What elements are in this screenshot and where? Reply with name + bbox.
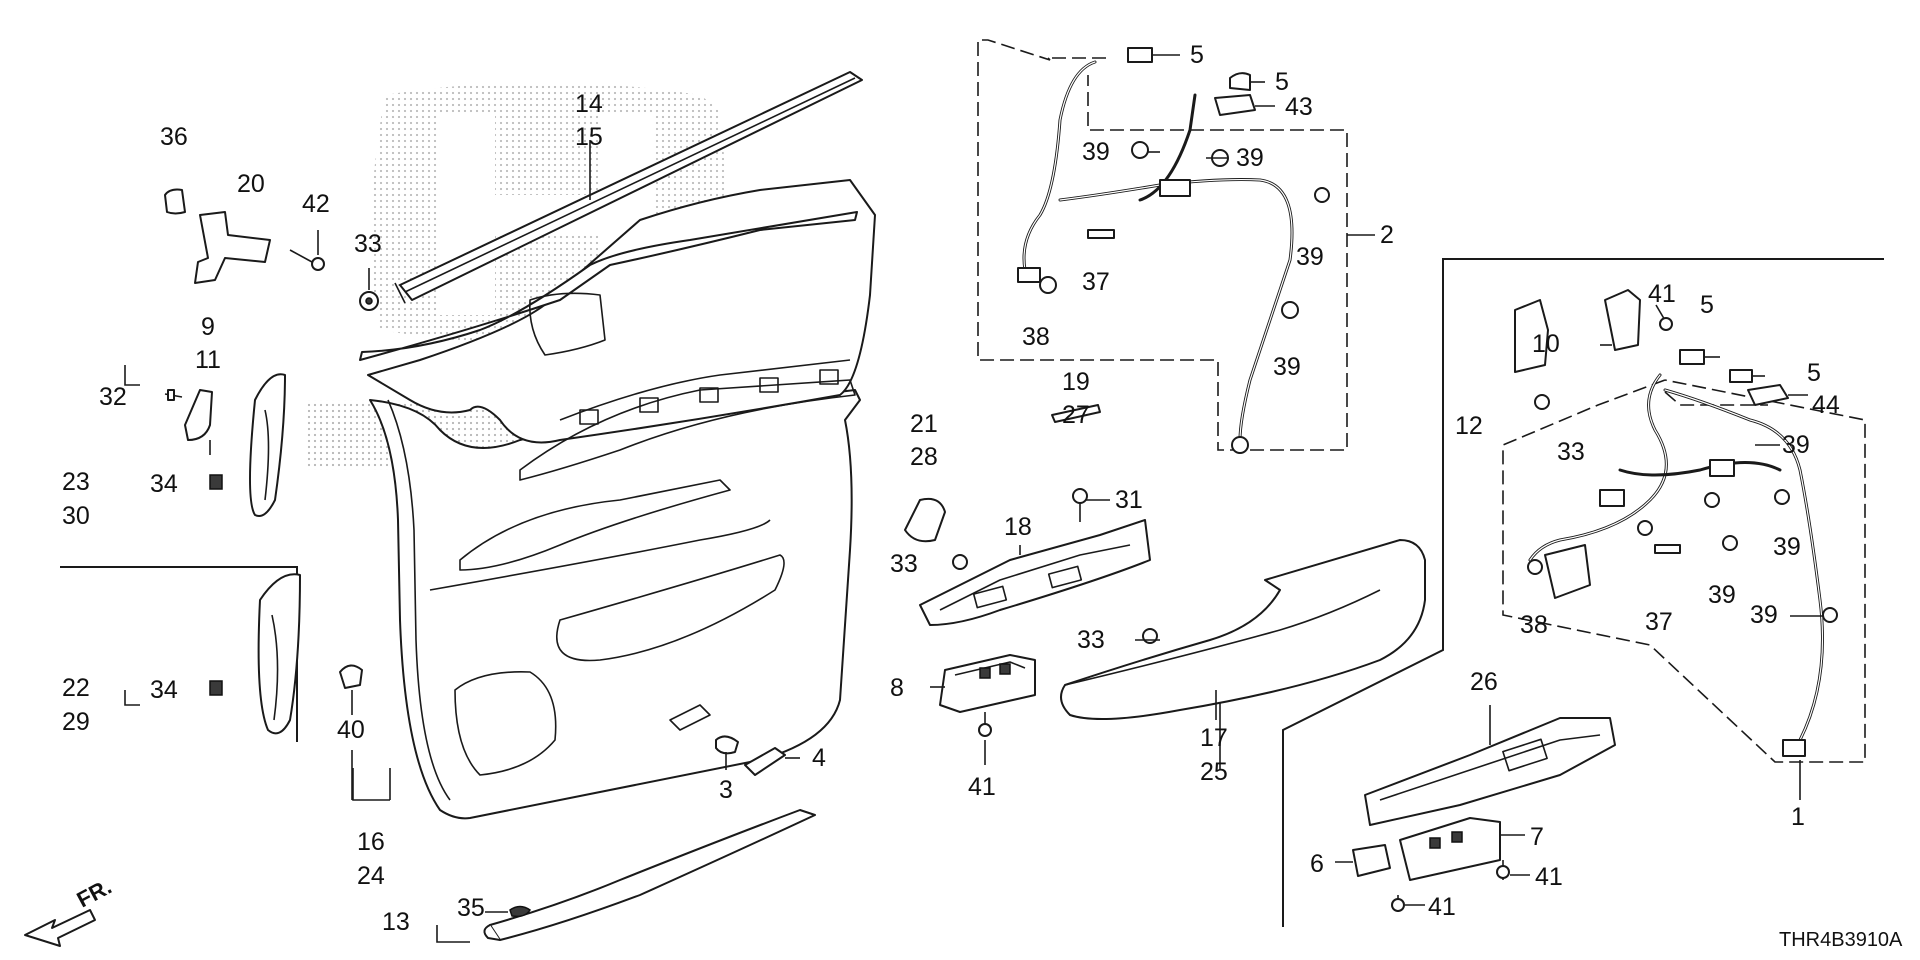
callout-39: 39 [1773, 533, 1801, 561]
callout-41: 41 [1648, 280, 1676, 308]
callout-39: 39 [1082, 138, 1110, 166]
callout-22: 22 [62, 674, 90, 702]
switch-bezel-parts [904, 404, 1158, 644]
front-direction-arrow-icon [24, 909, 96, 947]
callout-27: 27 [1062, 401, 1090, 429]
callout-38: 38 [1520, 611, 1548, 639]
callout-3: 3 [719, 776, 733, 804]
callout-30: 30 [62, 502, 90, 530]
callout-17: 17 [1200, 724, 1228, 752]
courtesy-lamp [715, 735, 800, 776]
callout-23: 23 [62, 468, 90, 496]
callout-5: 5 [1700, 291, 1714, 319]
group-frames [60, 39, 1884, 943]
callout-40: 40 [337, 716, 365, 744]
clip-40 [339, 664, 363, 800]
callout-33: 33 [1077, 626, 1105, 654]
callout-14: 14 [575, 90, 603, 118]
screw-icon [1072, 488, 1088, 522]
screw-icon [1391, 895, 1405, 912]
callout-41: 41 [1535, 863, 1563, 891]
callout-26: 26 [1470, 668, 1498, 696]
wire-harness-rear [1514, 289, 1838, 757]
callout-13: 13 [382, 908, 410, 936]
callout-9: 9 [201, 313, 215, 341]
callout-12: 12 [1455, 412, 1483, 440]
callout-41: 41 [968, 773, 996, 801]
callout-36: 36 [160, 123, 188, 151]
callout-15: 15 [575, 123, 603, 151]
window-weatherstrip [394, 71, 863, 304]
screw-icon [978, 712, 992, 737]
callout-5: 5 [1807, 359, 1821, 387]
callout-18: 18 [1004, 513, 1032, 541]
hardware-top-left [164, 188, 379, 311]
callout-5: 5 [1275, 68, 1289, 96]
inner-handle-parts [164, 373, 301, 735]
callout-39: 39 [1750, 601, 1778, 629]
switch-assembly-rear [1335, 705, 1616, 912]
callout-28: 28 [910, 443, 938, 471]
armrest [1060, 539, 1426, 720]
callout-1: 1 [1791, 803, 1805, 831]
callout-35: 35 [457, 894, 485, 922]
callout-11: 11 [195, 346, 221, 374]
callout-42: 42 [302, 190, 330, 218]
callout-33: 33 [890, 550, 918, 578]
callout-39: 39 [1296, 243, 1324, 271]
screw-icon [1655, 304, 1673, 331]
callout-38: 38 [1022, 323, 1050, 351]
callout-39: 39 [1236, 144, 1264, 172]
callout-34: 34 [150, 470, 178, 498]
callout-19: 19 [1062, 368, 1090, 396]
callout-39: 39 [1273, 353, 1301, 381]
callout-39: 39 [1708, 581, 1736, 609]
callout-34: 34 [150, 676, 178, 704]
callout-6: 6 [1310, 850, 1324, 878]
callout-labels: 36 20 42 33 14 15 9 11 32 23 34 30 22 34… [62, 41, 1903, 951]
upper-door-trim [359, 179, 876, 481]
callout-33: 33 [1557, 438, 1585, 466]
callout-29: 29 [62, 708, 90, 736]
callout-44: 44 [1812, 391, 1840, 419]
callout-32: 32 [99, 383, 127, 411]
screw-icon [1496, 860, 1510, 880]
wire-harness-front [1017, 47, 1330, 454]
screw-icon [164, 389, 183, 401]
callout-10: 10 [1532, 330, 1560, 358]
window-switch-8 [930, 654, 1036, 765]
callout-43: 43 [1285, 93, 1313, 121]
callout-41: 41 [1428, 893, 1456, 921]
callout-20: 20 [237, 170, 265, 198]
door-lining-panel [369, 389, 861, 820]
diagram-code: THR4B3910A [1779, 929, 1903, 951]
callout-25: 25 [1200, 758, 1228, 786]
callout-2: 2 [1380, 221, 1394, 249]
door-pocket-strip [483, 809, 816, 941]
callout-24: 24 [357, 862, 385, 890]
callout-16: 16 [357, 828, 385, 856]
callout-31: 31 [1115, 486, 1143, 514]
callout-21: 21 [910, 410, 938, 438]
callout-7: 7 [1530, 823, 1544, 851]
callout-37: 37 [1645, 608, 1673, 636]
callout-4: 4 [812, 744, 826, 772]
callout-8: 8 [890, 674, 904, 702]
callout-39: 39 [1782, 431, 1810, 459]
callout-37: 37 [1082, 268, 1110, 296]
screw-icon [289, 249, 325, 271]
callout-5: 5 [1190, 41, 1204, 69]
callout-33: 33 [354, 230, 382, 258]
clip-icon [359, 291, 379, 311]
trim-clip-row [579, 369, 839, 425]
direction-label: FR. [73, 874, 116, 913]
